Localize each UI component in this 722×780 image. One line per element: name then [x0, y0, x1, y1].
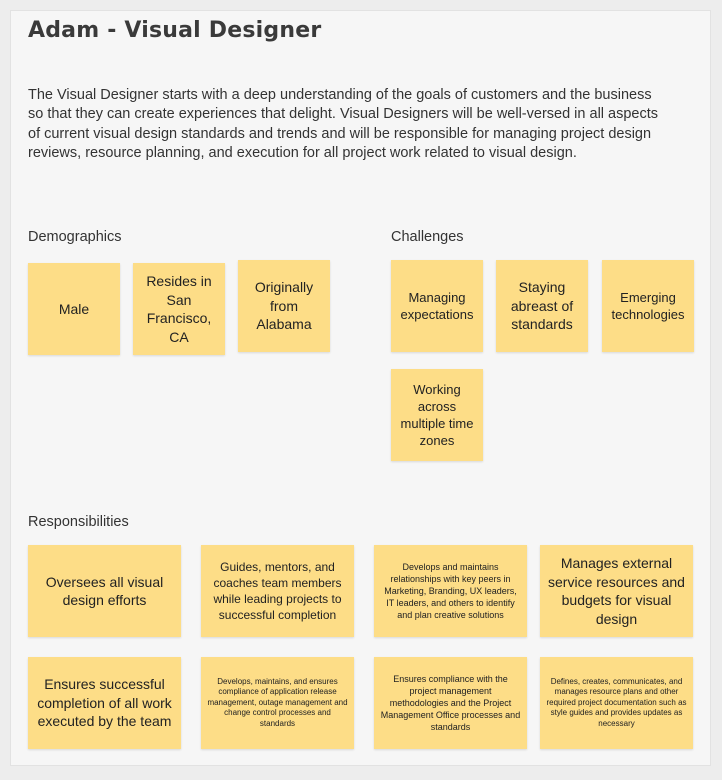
- sticky-note-responsibility[interactable]: Manages external service resources and b…: [540, 545, 693, 637]
- sticky-note-demographic[interactable]: Male: [28, 263, 120, 355]
- persona-description: The Visual Designer starts with a deep u…: [28, 87, 659, 161]
- demographics-label: Demographics: [28, 229, 122, 245]
- sticky-note-challenge[interactable]: Working across multiple time zones: [391, 369, 483, 461]
- sticky-note-responsibility[interactable]: Develops and maintains relationships wit…: [374, 545, 527, 637]
- sticky-note-demographic[interactable]: Originally from Alabama: [238, 260, 330, 352]
- sticky-note-challenge[interactable]: Emerging technologies: [602, 260, 694, 352]
- challenges-label: Challenges: [391, 229, 464, 245]
- sticky-note-challenge[interactable]: Staying abreast of standards: [496, 260, 588, 352]
- sticky-note-demographic[interactable]: Resides in San Francisco, CA: [133, 263, 225, 355]
- sticky-note-responsibility[interactable]: Oversees all visual design efforts: [28, 545, 181, 637]
- responsibilities-label: Responsibilities: [28, 514, 129, 530]
- page-title: Adam - Visual Designer: [28, 18, 322, 43]
- sticky-note-responsibility[interactable]: Develops, maintains, and ensures complia…: [201, 657, 354, 749]
- persona-board: [10, 10, 711, 766]
- sticky-note-responsibility[interactable]: Ensures compliance with the project mana…: [374, 657, 527, 749]
- sticky-note-challenge[interactable]: Managing expectations: [391, 260, 483, 352]
- sticky-note-responsibility[interactable]: Guides, mentors, and coaches team member…: [201, 545, 354, 637]
- sticky-note-responsibility[interactable]: Ensures successful completion of all wor…: [28, 657, 181, 749]
- sticky-note-responsibility[interactable]: Defines, creates, communicates, and mana…: [540, 657, 693, 749]
